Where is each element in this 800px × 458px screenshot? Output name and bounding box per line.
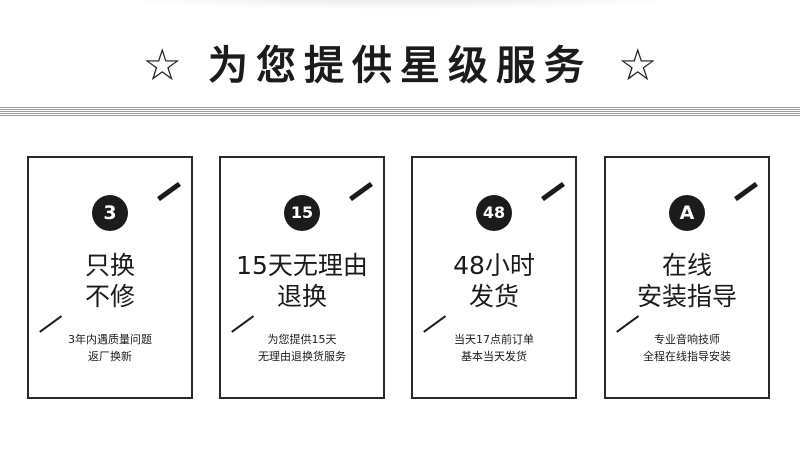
detail-line: 基本当天发货 [461, 350, 527, 363]
corner-accent [541, 181, 565, 202]
service-badge: 3 [92, 195, 128, 231]
corner-accent-line [231, 315, 254, 333]
service-detail: 专业音响技师 全程在线指导安装 [606, 331, 768, 365]
detail-line: 专业音响技师 [654, 333, 720, 346]
detail-line: 返厂换新 [88, 350, 132, 363]
top-shadow-decoration [100, 0, 700, 10]
service-detail: 当天17点前订单 基本当天发货 [413, 331, 575, 365]
corner-accent [157, 181, 181, 202]
headline-line: 15天无理由 [236, 251, 368, 280]
star-icon: ☆ [142, 40, 182, 91]
section-title: 为您提供星级服务 [208, 43, 592, 89]
corner-accent-line [616, 315, 639, 333]
detail-line: 3年内遇质量问题 [68, 333, 152, 346]
corner-accent [734, 181, 758, 202]
divider-lines [0, 107, 800, 116]
detail-line: 全程在线指导安装 [643, 350, 731, 363]
headline-line: 发货 [468, 282, 519, 311]
service-card-return: 15 15天无理由 退换 为您提供15天 无理由退换货服务 [219, 156, 385, 399]
service-detail: 3年内遇质量问题 返厂换新 [29, 331, 191, 365]
service-headline: 只换 不修 [29, 250, 191, 312]
service-card-installation: A 在线 安装指导 专业音响技师 全程在线指导安装 [604, 156, 770, 399]
service-headline: 在线 安装指导 [606, 250, 768, 312]
headline-line: 只换 [84, 251, 135, 280]
star-icon: ☆ [618, 40, 658, 91]
corner-accent-line [39, 315, 62, 333]
service-detail: 为您提供15天 无理由退换货服务 [221, 331, 383, 365]
service-badge: 48 [476, 195, 512, 231]
section-heading: ☆ 为您提供星级服务 ☆ [0, 36, 800, 96]
detail-line: 为您提供15天 [267, 333, 337, 346]
detail-line: 当天17点前订单 [454, 333, 534, 346]
service-badge: A [669, 195, 705, 231]
headline-line: 退换 [276, 282, 327, 311]
headline-line: 不修 [84, 282, 135, 311]
detail-line: 无理由退换货服务 [258, 350, 346, 363]
service-headline: 48小时 发货 [413, 250, 575, 312]
service-card-replacement: 3 只换 不修 3年内遇质量问题 返厂换新 [27, 156, 193, 399]
service-card-shipping: 48 48小时 发货 当天17点前订单 基本当天发货 [411, 156, 577, 399]
service-headline: 15天无理由 退换 [221, 250, 383, 312]
headline-line: 安装指导 [636, 282, 737, 311]
headline-line: 在线 [661, 251, 712, 280]
service-badge: 15 [284, 195, 320, 231]
corner-accent [349, 181, 373, 202]
corner-accent-line [423, 315, 446, 333]
headline-line: 48小时 [453, 251, 535, 280]
